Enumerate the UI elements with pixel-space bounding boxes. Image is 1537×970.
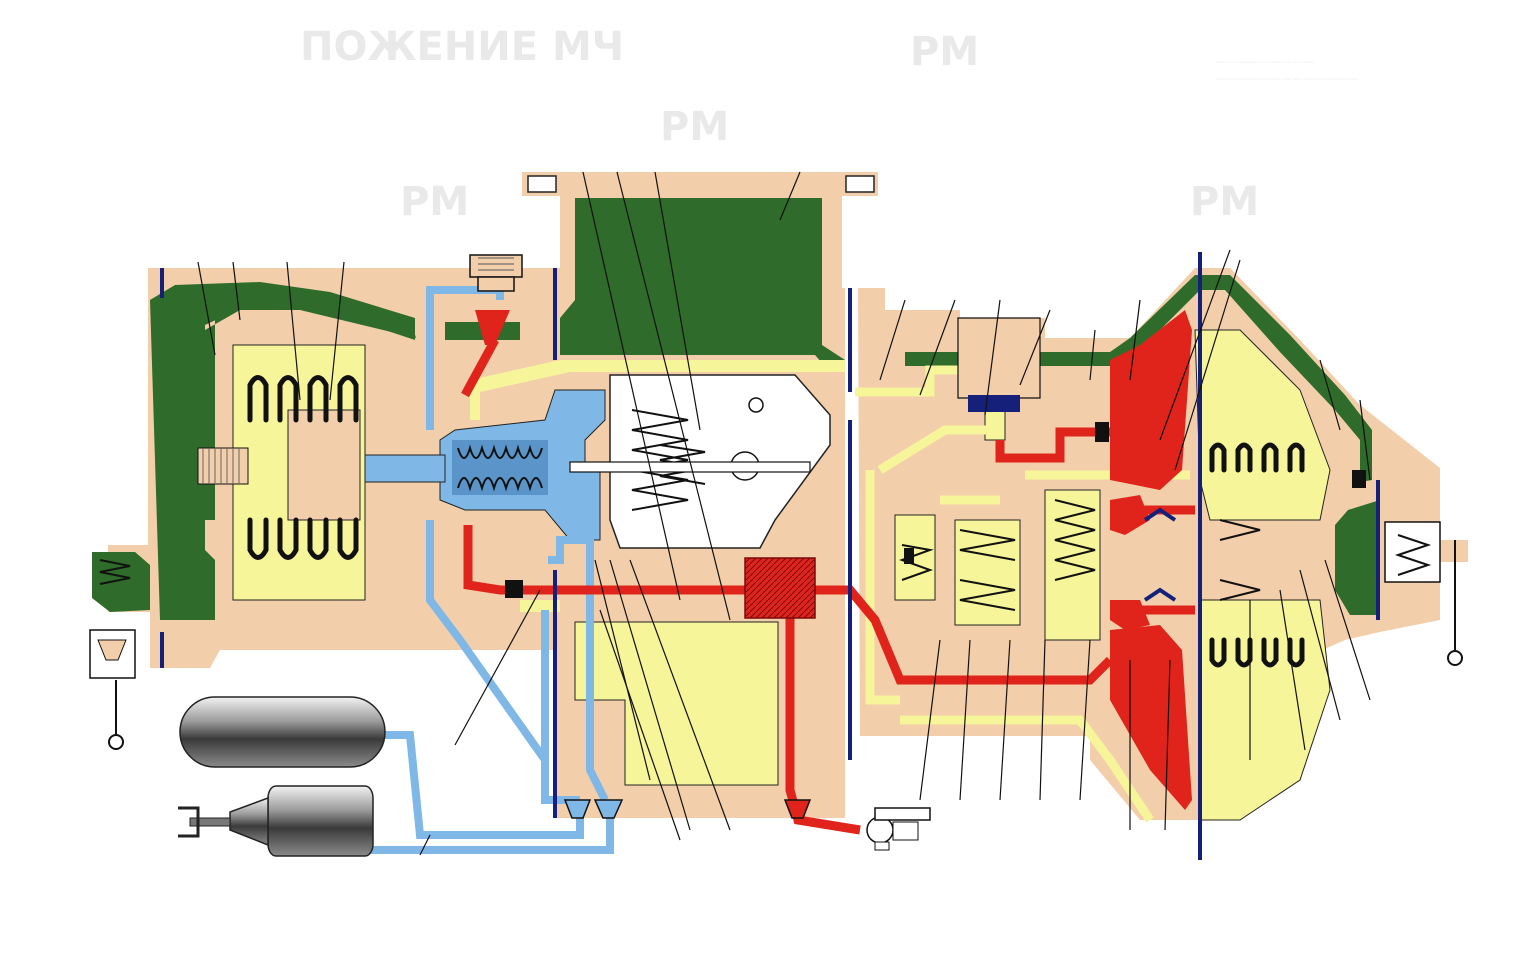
high-pressure-circuit [461,310,1195,835]
low-pressure-chambers [232,329,1331,821]
top-right-flange-slot [845,175,875,193]
adjusting-screw [197,447,249,485]
top-plug-bolt [469,254,523,292]
drain-cock [866,807,931,851]
cam-pivot-small [748,397,764,413]
left-main-springs [247,375,359,560]
right-chamber-springs [899,329,1305,668]
svg-text:РМ: РМ [660,104,729,150]
bleed-through-background: ПОЖЕНИЕ МЧ РМ РМ РМ РМ ————————— ———————… [300,24,1358,225]
svg-text:РМ: РМ [400,179,469,225]
end-cap-valve [1384,521,1463,666]
svg-text:РМ: РМ [910,29,979,75]
left-release-valve [89,559,136,750]
control-air-circuit [364,286,624,854]
svg-text:—————————————: ————————————— [1215,72,1358,85]
svg-text:ПОЖЕНИЕ МЧ: ПОЖЕНИЕ МЧ [300,24,624,70]
brake-chamber-cylinder [178,785,374,857]
svg-text:РМ: РМ [1190,179,1259,225]
top-left-flange-slot [527,175,557,193]
seal-markers [505,422,1366,598]
air-reservoir-tank [179,696,386,768]
relay-valve-cap [957,317,1041,412]
svg-text:—————————: ————————— [1215,55,1314,68]
section-dividers [160,252,1380,860]
callout-leader-lines [197,171,1371,856]
